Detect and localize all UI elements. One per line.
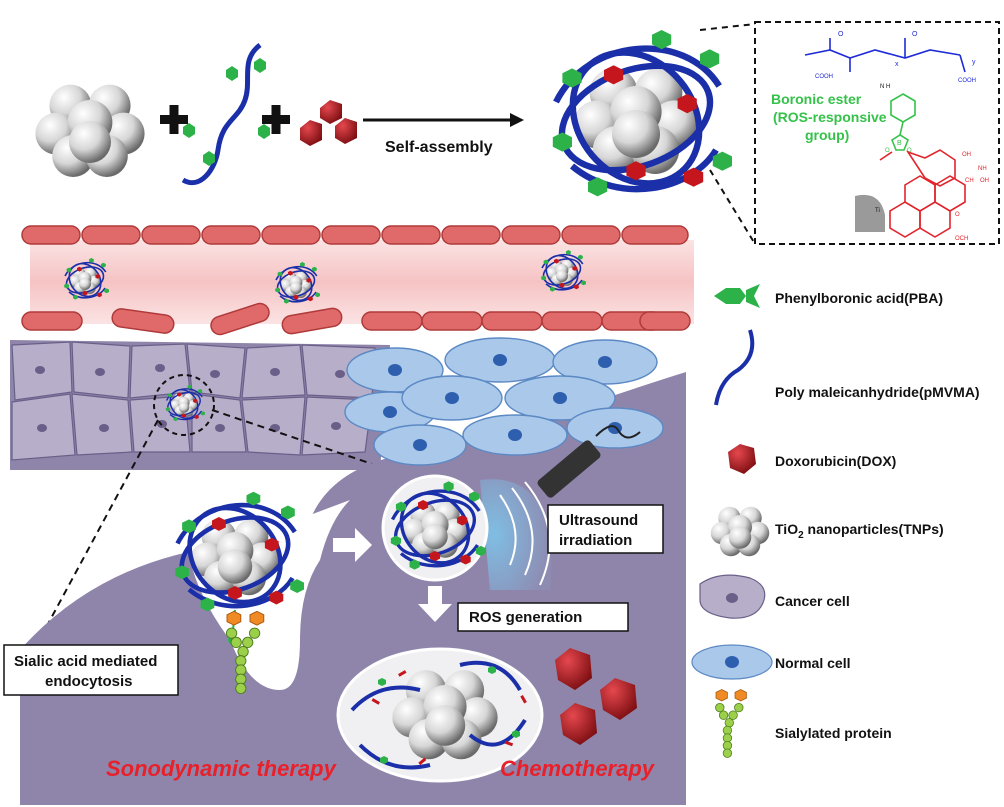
ultrasound-label-line1: Ultrasound (559, 512, 638, 529)
released-dox (555, 648, 637, 745)
atom-o-right: O (912, 31, 918, 38)
chemistry-inset: O O COOH COOH x y N H B O O Boronic este… (754, 21, 1000, 245)
normal-cells (344, 337, 664, 466)
legend-item-sialylated-protein: Sialylated protein (715, 689, 892, 758)
normal-cell-icon (691, 644, 773, 680)
zoom-dashed-lines (699, 23, 756, 245)
ultrasound-label-box: Ultrasound irradiation (547, 504, 664, 554)
atom-o-ester-1: O (885, 148, 890, 154)
tnp-icon (710, 506, 770, 557)
cancer-cell-icon (699, 574, 766, 619)
assembled-nanoparticle (547, 27, 732, 209)
legend-label-polymer: Poly maleicanhydride(pMVMA) (775, 384, 980, 400)
atom-och3: OCH (955, 236, 968, 242)
atom-nh2: NH (978, 166, 987, 172)
endosome (381, 474, 489, 582)
arrow-to-endosome (333, 528, 372, 562)
ultrasound-waves (480, 479, 552, 590)
sonodynamic-therapy-label: Sonodynamic therapy (106, 756, 338, 781)
legend-item-normal-cell: Normal cell (691, 644, 850, 680)
endocytosis-label-line1: Sialic acid mediated (14, 653, 157, 670)
atom-o-left: O (838, 31, 844, 38)
endocytosed-nanoparticle-in-tissue (34, 374, 391, 649)
blood-vessel (21, 225, 694, 336)
legend-item-polymer: Poly maleicanhydride(pMVMA) (714, 329, 980, 406)
ros-label: ROS generation (469, 609, 582, 626)
atom-ch3: CH (965, 178, 974, 184)
atom-o-quinone: O (955, 212, 960, 218)
released-vesicle (336, 647, 544, 783)
atom-ti: Ti (875, 208, 880, 214)
boronic-ester-label-1: Boronic ester (771, 91, 862, 107)
ros-label-box: ROS generation (457, 602, 629, 632)
endocytosis-label-box: Sialic acid mediated endocytosis (3, 644, 179, 696)
legend: Phenylboronic acid(PBA) Poly maleicanhyd… (691, 284, 980, 758)
plus-sign-1 (160, 105, 188, 134)
vessel-upper-wall (21, 225, 689, 245)
atom-y: y (972, 59, 976, 66)
atom-oh-2: OH (980, 178, 989, 184)
legend-label-normal-cell: Normal cell (775, 655, 850, 671)
legend-item-dox: Doxorubicin(DOX) (728, 444, 896, 474)
plus-sign-2 (262, 105, 290, 134)
endocytosis-label-line2: endocytosis (45, 673, 133, 690)
doxorubicin-structure (879, 149, 966, 238)
atom-o-ester-2: O (907, 148, 912, 154)
pba-polymer-reagent (181, 43, 270, 186)
ultrasound-label-line2: irradiation (559, 532, 632, 549)
ti-surface-shape (855, 194, 885, 232)
atom-nh: N H (880, 84, 890, 90)
legend-item-cancer-cell: Cancer cell (699, 574, 850, 619)
legend-label-sialylated-protein: Sialylated protein (775, 725, 892, 741)
dox-icon (728, 444, 756, 474)
self-assembly-label: Self-assembly (385, 139, 493, 156)
dox-reagent (300, 100, 357, 146)
legend-label-cancer-cell: Cancer cell (775, 593, 850, 609)
arrow-to-ros (418, 586, 452, 622)
atom-oh-1: OH (962, 152, 971, 158)
vessel-lower-wall (21, 302, 691, 336)
phenyl-boronic-structure (890, 93, 916, 151)
cancer-tissue-left (10, 340, 390, 470)
polymer-backbone-structure (804, 38, 966, 73)
boronic-ester-label-2: (ROS-responsive (773, 109, 887, 125)
atom-x: x (895, 61, 899, 68)
boronic-ester-label-3: group) (805, 127, 849, 143)
ultrasound-probe (537, 425, 641, 498)
pba-icon (714, 284, 760, 308)
legend-label-dox: Doxorubicin(DOX) (775, 453, 896, 469)
atom-cooh-right: COOH (958, 78, 976, 84)
self-assembly-arrow (363, 113, 524, 127)
atom-b: B (897, 140, 902, 147)
legend-label-pba: Phenylboronic acid(PBA) (775, 290, 943, 306)
polymer-icon (714, 329, 755, 406)
atom-cooh-left: COOH (815, 74, 833, 80)
tnp-cluster-reagent (35, 84, 145, 177)
legend-item-pba: Phenylboronic acid(PBA) (714, 284, 943, 308)
chemotherapy-label: Chemotherapy (500, 756, 656, 781)
sialylated-protein-icon (715, 689, 747, 758)
legend-item-tnp: TiO2 nanoparticles(TNPs) (710, 506, 944, 557)
legend-label-tnp: TiO2 nanoparticles(TNPs) (775, 521, 944, 541)
